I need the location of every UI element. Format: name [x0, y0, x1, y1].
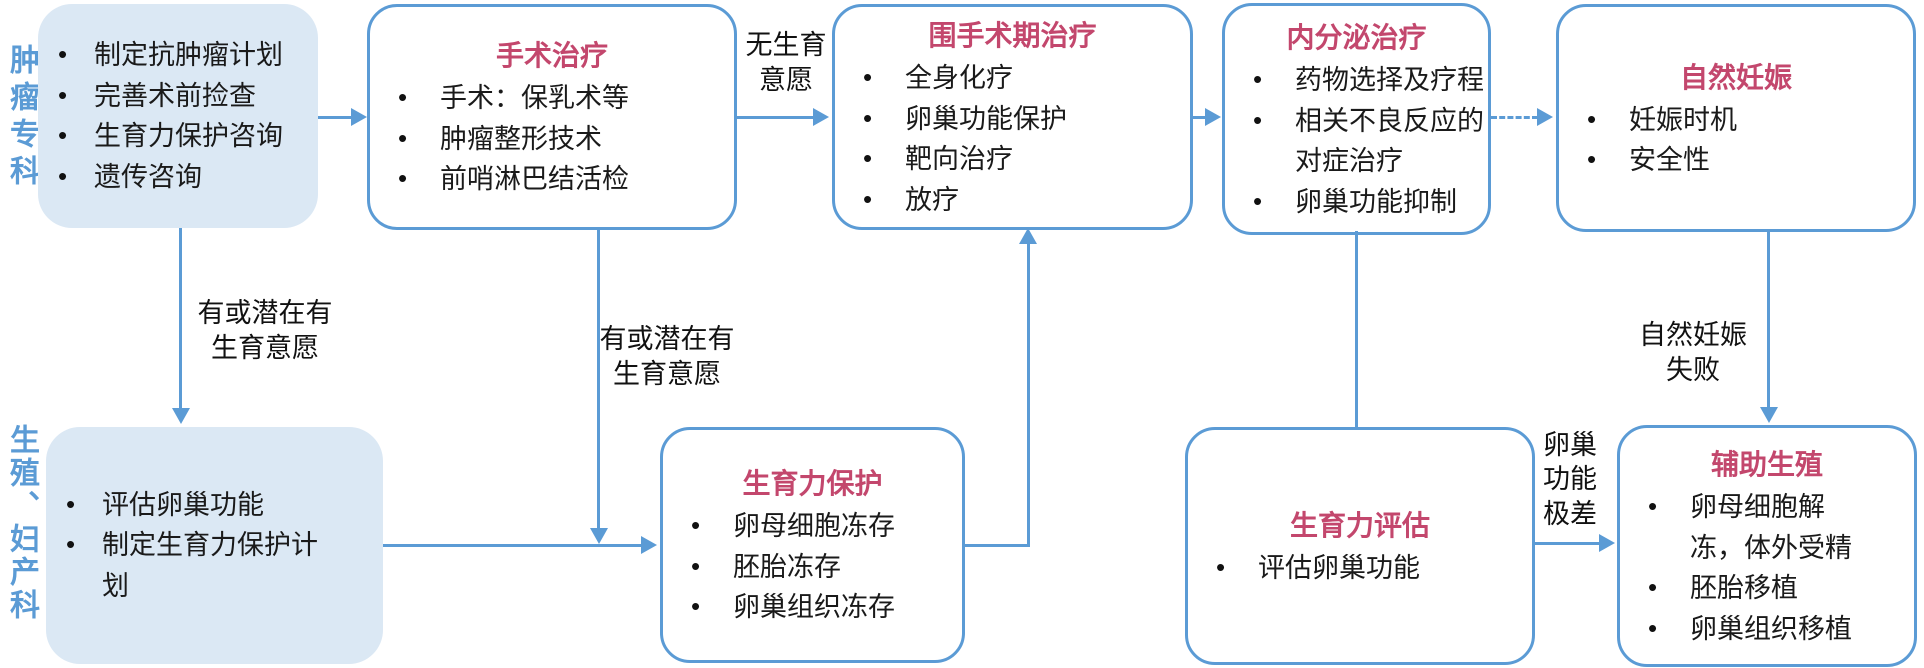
- bullet-item: 生育力保护咨询: [38, 116, 318, 157]
- arrowhead-right-icon: [641, 536, 657, 554]
- box-title: 自然妊娠: [1679, 61, 1792, 93]
- bullet-item: 完善术前捡查: [38, 76, 318, 117]
- arrow-surgery-to-perioperative: [737, 116, 814, 119]
- bullet-item: 肿瘤整形技术: [370, 119, 734, 160]
- bullet-list: 手术：保乳术等 肿瘤整形技术 前哨淋巴结活检: [370, 78, 734, 200]
- box-fertility-preservation: 生育力保护 卵母细胞冻存 胚胎冻存 卵巢组织冻存: [660, 427, 965, 663]
- box-antitumor-plan: 制定抗肿瘤计划 完善术前捡查 生育力保护咨询 遗传咨询: [38, 4, 318, 228]
- bullet-item: 卵巢功能保护: [835, 99, 1190, 140]
- arrowhead-right-icon: [351, 108, 367, 126]
- box-title: 生育力评估: [1289, 509, 1430, 541]
- box-title: 手术治疗: [495, 40, 608, 72]
- bullet-item: 妊娠时机: [1559, 100, 1913, 141]
- bullet-item: 相关不良反应的对症治疗: [1225, 101, 1488, 182]
- arrowhead-down-icon: [590, 528, 608, 544]
- arrowhead-right-icon: [1205, 108, 1221, 126]
- bullet-list: 全身化疗 卵巢功能保护 靶向治疗 放疗: [835, 58, 1190, 220]
- box-endocrine-therapy: 内分泌治疗 药物选择及疗程 相关不良反应的对症治疗 卵巢功能抑制: [1222, 3, 1491, 235]
- box-fertility-assessment: 生育力评估 评估卵巢功能: [1185, 427, 1535, 665]
- arrow-natural-pregnancy-to-assisted-reproduction: [1767, 232, 1770, 407]
- bullet-item: 放疗: [835, 180, 1190, 221]
- bullet-item: 制定生育力保护计划: [46, 525, 337, 606]
- box-fertility-preservation-plan: 评估卵巢功能 制定生育力保护计划: [46, 427, 383, 664]
- box-title: 辅助生殖: [1710, 449, 1823, 480]
- bullet-item: 胚胎冻存: [663, 547, 962, 588]
- box-surgery-treatment: 手术治疗 手术：保乳术等 肿瘤整形技术 前哨淋巴结活检: [367, 4, 737, 230]
- box-title: 生育力保护: [742, 468, 883, 500]
- arrowhead-right-icon: [813, 108, 829, 126]
- bullet-list: 评估卵巢功能 制定生育力保护计划: [46, 485, 383, 607]
- edge-label-natural-pregnancy-failed: 自然妊娠 失败: [1639, 320, 1747, 386]
- box-assisted-reproduction: 辅助生殖 卵母细胞解冻，体外受精 胚胎移植 卵巢组织移植: [1617, 425, 1917, 667]
- box-natural-pregnancy: 自然妊娠 妊娠时机 安全性: [1556, 4, 1916, 232]
- line-endocrine-to-fertility-assessment: [1355, 231, 1358, 427]
- bullet-list: 妊娠时机 安全性: [1559, 100, 1913, 181]
- bullet-item: 药物选择及疗程: [1225, 60, 1488, 101]
- arrowhead-up-icon: [1019, 228, 1037, 244]
- bullet-list: 卵母细胞解冻，体外受精 胚胎移植 卵巢组织移植: [1620, 487, 1914, 649]
- bullet-item: 胚胎移植: [1620, 568, 1914, 609]
- bullet-item: 全身化疗: [835, 58, 1190, 99]
- bullet-item: 卵母细胞解冻，体外受精: [1620, 487, 1914, 568]
- edge-label-no-fertility-wish: 无生育 意愿: [745, 30, 827, 96]
- lane-label-oncology: 肿瘤专科: [5, 44, 38, 192]
- bullet-item: 遗传咨询: [38, 157, 318, 198]
- box-title: 围手术期治疗: [928, 20, 1097, 51]
- box-title: 内分泌治疗: [1286, 22, 1427, 53]
- arrow-repro-plan-to-fertility-preservation: [383, 544, 643, 547]
- bullet-list: 制定抗肿瘤计划 完善术前捡查 生育力保护咨询 遗传咨询: [38, 35, 318, 197]
- arrowhead-right-icon: [1537, 108, 1553, 126]
- dashed-arrow-endocrine-to-natural-pregnancy: [1491, 116, 1538, 119]
- edge-label-fertility-wish-left: 有或潜在有 生育意愿: [197, 298, 333, 364]
- bullet-list: 评估卵巢功能: [1188, 548, 1532, 589]
- bullet-item: 制定抗肿瘤计划: [38, 35, 318, 76]
- bullet-item: 安全性: [1559, 140, 1913, 181]
- arrowhead-down-icon: [1760, 407, 1778, 423]
- bullet-list: 卵母细胞冻存 胚胎冻存 卵巢组织冻存: [663, 506, 962, 628]
- edge-label-poor-ovarian-function: 卵巢 功能 极差: [1543, 430, 1597, 529]
- edge-label-fertility-wish-mid: 有或潜在有 生育意愿: [599, 324, 735, 390]
- arrowhead-down-icon: [172, 408, 190, 424]
- bullet-item: 评估卵巢功能: [1188, 548, 1532, 589]
- bullet-item: 手术：保乳术等: [370, 78, 734, 119]
- arrow-surgery-to-fertility-preservation: [597, 230, 600, 528]
- bullet-item: 卵巢组织移植: [1620, 609, 1914, 650]
- bullet-item: 卵母细胞冻存: [663, 506, 962, 547]
- arrow-perioperative-to-endocrine: [1193, 116, 1207, 119]
- bullet-item: 卵巢组织冻存: [663, 587, 962, 628]
- bullet-item: 靶向治疗: [835, 139, 1190, 180]
- lane-label-reproduction: 生殖、妇产科: [5, 424, 38, 622]
- arrow-plan-to-repro-plan: [179, 228, 182, 408]
- arrow-fertility-preservation-to-perioperative-horizontal: [965, 544, 1030, 547]
- arrow-plan-to-surgery: [318, 116, 355, 119]
- arrow-fertility-preservation-to-perioperative-vertical: [1027, 242, 1030, 547]
- arrow-fertility-assessment-to-assisted-reproduction: [1535, 542, 1601, 545]
- bullet-item: 评估卵巢功能: [46, 485, 337, 526]
- arrowhead-right-icon: [1599, 534, 1615, 552]
- box-perioperative-treatment: 围手术期治疗 全身化疗 卵巢功能保护 靶向治疗 放疗: [832, 4, 1193, 230]
- bullet-item: 卵巢功能抑制: [1225, 182, 1488, 223]
- bullet-item: 前哨淋巴结活检: [370, 159, 734, 200]
- bullet-list: 药物选择及疗程 相关不良反应的对症治疗 卵巢功能抑制: [1225, 60, 1488, 222]
